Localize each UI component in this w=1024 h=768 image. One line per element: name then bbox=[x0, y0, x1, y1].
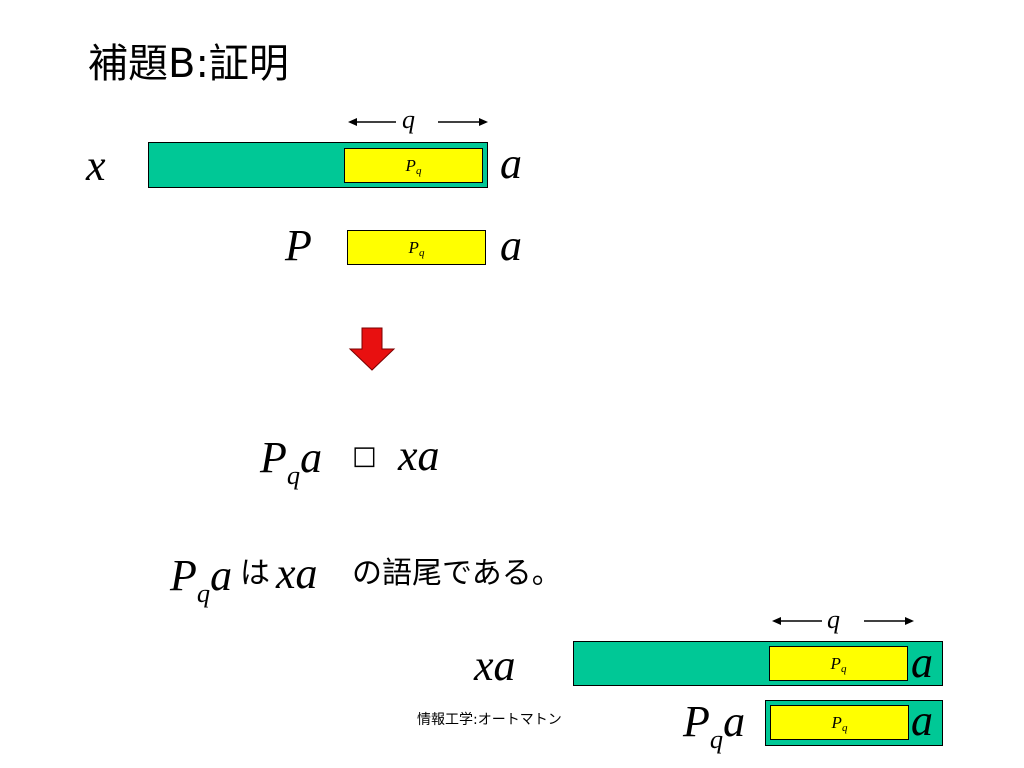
statement-lhs-sub: q bbox=[196, 577, 211, 608]
diagram2-lhs-sub: q bbox=[709, 723, 724, 754]
q-label: q bbox=[402, 105, 415, 134]
xa-label: xa bbox=[474, 641, 516, 690]
double-arrow-icon bbox=[348, 118, 488, 126]
suffix-relation-symbol: □ bbox=[352, 441, 377, 471]
statement-xa: xa bbox=[276, 549, 318, 598]
a-label-4: a bbox=[911, 696, 933, 745]
pq2-main: P bbox=[408, 237, 419, 257]
diagram2-lhs-main: P bbox=[683, 697, 710, 746]
pq-main: P bbox=[405, 155, 416, 175]
pq3-sub: q bbox=[840, 662, 847, 675]
down-arrow-icon bbox=[348, 327, 396, 372]
a-label-3: a bbox=[911, 638, 933, 687]
relation-rhs: xa bbox=[398, 431, 440, 480]
x-label: x bbox=[86, 141, 106, 190]
pq4-main: P bbox=[831, 712, 842, 732]
q-label-2: q bbox=[827, 605, 840, 634]
pq3-main: P bbox=[830, 653, 841, 673]
statement-lhs-main: P bbox=[170, 551, 197, 600]
p-label: P bbox=[285, 221, 312, 270]
double-arrow-icon-2 bbox=[772, 617, 914, 625]
slide-title: 補題B:証明 bbox=[88, 41, 289, 87]
relation-lhs: Pqa bbox=[260, 430, 322, 491]
q-length-arrow-2 bbox=[772, 609, 914, 633]
slide-footer: 情報工学:オートマトン bbox=[417, 712, 562, 728]
q-length-arrow bbox=[348, 110, 488, 134]
diagram2-lhs-tail: a bbox=[723, 697, 746, 746]
a-label: a bbox=[500, 139, 522, 188]
relation-lhs-main: P bbox=[260, 433, 287, 482]
statement-text: の語尾である。 bbox=[352, 556, 562, 591]
relation-lhs-sub: q bbox=[286, 459, 301, 490]
statement-lhs-tail: a bbox=[210, 551, 233, 600]
statement-lhs: Pqa bbox=[170, 548, 232, 609]
statement-ha: は bbox=[240, 556, 270, 591]
pq-sub: q bbox=[415, 164, 422, 177]
pq2-sub: q bbox=[418, 246, 425, 259]
diagram2-lhs: Pqa bbox=[683, 694, 745, 755]
pq4-sub: q bbox=[841, 721, 848, 734]
relation-lhs-tail: a bbox=[300, 433, 323, 482]
a-label-2: a bbox=[500, 221, 522, 270]
